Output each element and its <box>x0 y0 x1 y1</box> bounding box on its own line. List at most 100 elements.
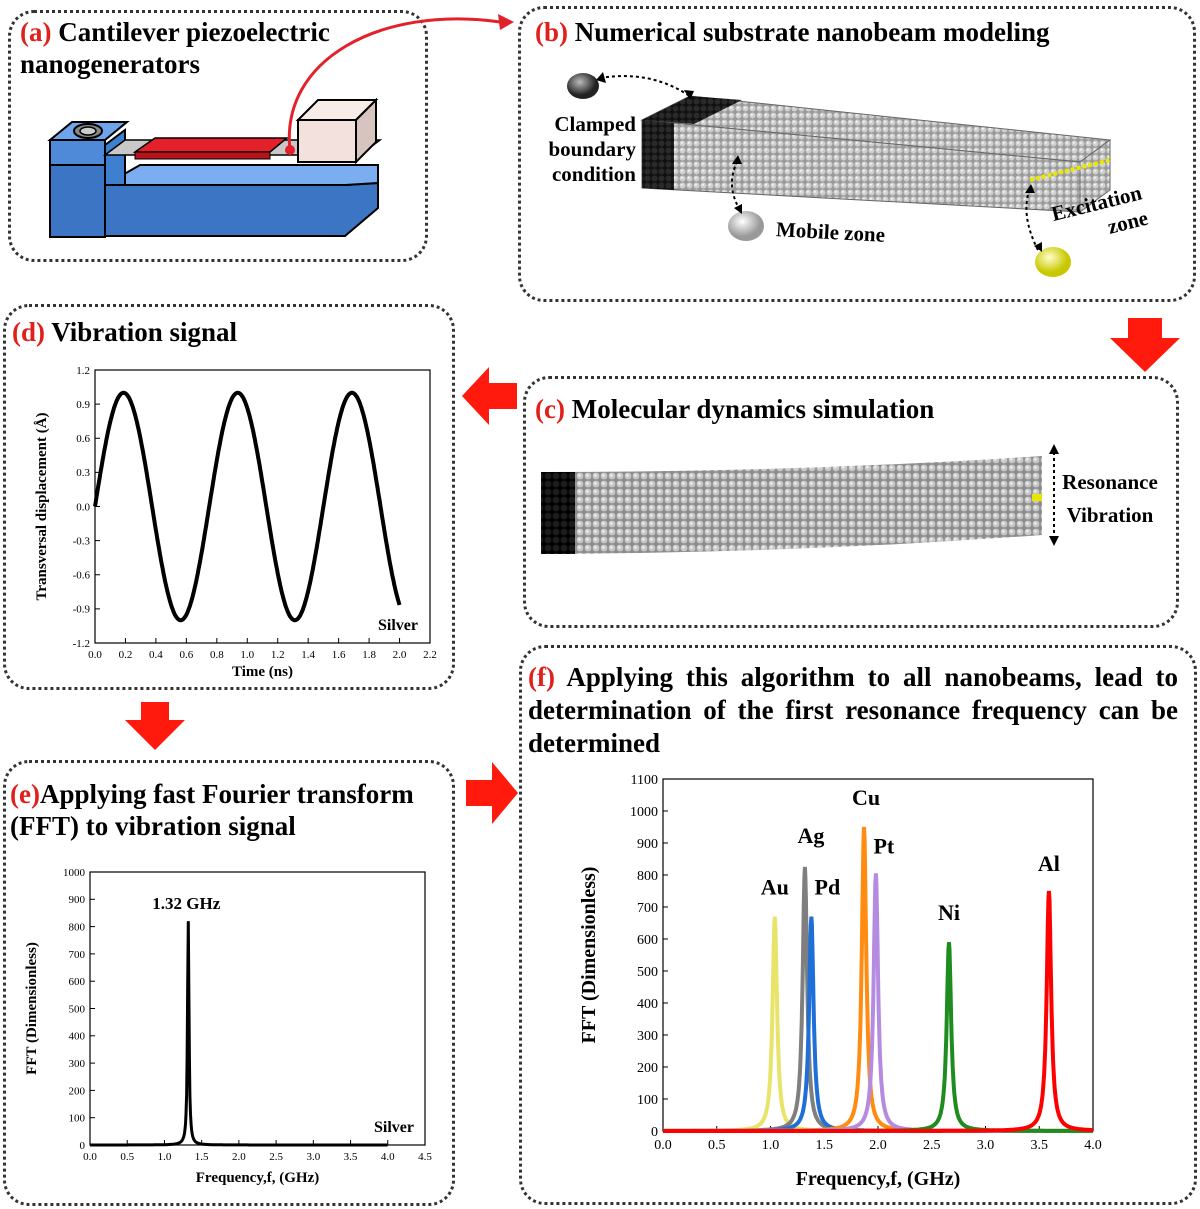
panel-c <box>523 376 1179 628</box>
x-tick-label: 2.0 <box>232 1151 246 1163</box>
y-tick-label: 600 <box>637 933 658 948</box>
series-label-ag: Ag <box>797 823 824 848</box>
panel-f-title: (f) Applying this algorithm to all nanob… <box>528 662 1179 758</box>
clamped-boundary-label: Clamped boundary condition <box>548 112 636 186</box>
y-axis-label: Transversal displacement (Å) <box>34 412 50 600</box>
y-tick-label: 400 <box>69 1031 86 1043</box>
arrow-d-to-e <box>125 702 185 750</box>
x-tick-label: 0.4 <box>149 649 163 661</box>
y-tick-label: 0.9 <box>76 399 90 411</box>
x-tick-label: 3.5 <box>344 1151 358 1163</box>
arrow-b-to-c <box>1110 318 1180 372</box>
series-label-ni: Ni <box>938 900 960 925</box>
y-tick-label: -0.3 <box>73 535 91 547</box>
displacement-series-line <box>93 390 402 623</box>
y-tick-label: 200 <box>69 1085 86 1097</box>
panel-a <box>8 10 428 262</box>
y-tick-label: 900 <box>69 894 86 906</box>
y-tick-label: 700 <box>637 901 658 916</box>
y-tick-label: -0.9 <box>73 604 91 616</box>
x-tick-label: 1.0 <box>240 649 254 661</box>
resonance-vibration-label: Resonance Vibration <box>1062 470 1158 527</box>
y-tick-label: 400 <box>637 997 658 1012</box>
y-tick-label: 300 <box>69 1058 86 1070</box>
x-tick-label: 1.0 <box>762 1138 780 1153</box>
y-tick-label: 1000 <box>63 867 86 879</box>
material-annotation: Silver <box>378 617 418 634</box>
material-annotation: Silver <box>374 1119 414 1136</box>
x-tick-label: 1.5 <box>816 1138 834 1153</box>
x-axis-label: Frequency,f, (GHz) <box>796 1168 961 1190</box>
fft-series-al <box>663 890 1093 1133</box>
y-tick-label: 1100 <box>631 773 658 788</box>
peak-label: 1.32 GHz <box>152 894 220 913</box>
y-tick-label: 1.2 <box>76 365 90 377</box>
x-tick-label: 0.5 <box>120 1151 134 1163</box>
y-tick-label: 500 <box>69 1003 86 1015</box>
y-tick-label: 0 <box>651 1125 658 1140</box>
panel-b <box>518 6 1196 302</box>
y-tick-label: 900 <box>637 837 658 852</box>
y-tick-label: 0 <box>80 1140 86 1152</box>
y-tick-label: 0.0 <box>76 501 90 513</box>
panel-e <box>3 760 455 1206</box>
nanobeam-3d-model <box>567 72 1112 277</box>
x-tick-label: 2.2 <box>423 649 437 661</box>
fft-series-line <box>90 921 388 1147</box>
x-tick-label: 1.8 <box>362 649 376 661</box>
x-tick-label: 0.6 <box>179 649 193 661</box>
y-tick-label: -0.6 <box>73 570 91 582</box>
series-label-au: Au <box>761 875 789 900</box>
series-label-cu: Cu <box>852 785 880 810</box>
series-label-pd: Pd <box>815 875 841 900</box>
panel-b-title: (b) Numerical substrate nanobeam modelin… <box>535 17 1050 47</box>
y-tick-label: 100 <box>637 1093 658 1108</box>
x-axis-label: Time (ns) <box>232 664 293 680</box>
y-tick-label: 700 <box>69 949 86 961</box>
y-tick-label: 500 <box>637 965 658 980</box>
y-tick-label: 100 <box>69 1113 86 1125</box>
arrow-c-to-d <box>462 367 517 425</box>
x-tick-label: 1.5 <box>195 1151 209 1163</box>
series-label-pt: Pt <box>873 833 894 858</box>
y-tick-label: 800 <box>69 921 86 933</box>
x-tick-label: 3.5 <box>1031 1138 1049 1153</box>
x-tick-label: 1.2 <box>271 649 285 661</box>
x-tick-label: 3.0 <box>306 1151 320 1163</box>
x-tick-label: 1.4 <box>301 649 315 661</box>
panel-f <box>519 645 1197 1205</box>
arrow-e-to-f <box>466 762 518 824</box>
panel-d-title: (d) Vibration signal <box>12 317 238 347</box>
panel-e-title: (e)Applying fast Fourier transform (FFT)… <box>10 779 414 841</box>
x-tick-label: 1.6 <box>332 649 346 661</box>
x-tick-label: 0.2 <box>119 649 133 661</box>
x-tick-label: 0.5 <box>708 1138 726 1153</box>
x-tick-label: 2.0 <box>869 1138 887 1153</box>
y-axis-label: FFT (Dimensionless) <box>24 942 40 1075</box>
y-tick-label: 0.3 <box>76 467 90 479</box>
y-tick-label: 300 <box>637 1029 658 1044</box>
x-tick-label: 4.0 <box>1084 1138 1102 1153</box>
x-tick-label: 1.0 <box>158 1151 172 1163</box>
y-tick-label: 600 <box>69 976 86 988</box>
y-axis-label: FFT (Dimensionless) <box>578 867 600 1044</box>
y-tick-label: 800 <box>637 869 658 884</box>
x-axis-label: Frequency,f, (GHz) <box>196 1170 319 1186</box>
cantilever-device-illustration <box>47 14 514 238</box>
x-tick-label: 2.5 <box>269 1151 283 1163</box>
x-tick-label: 0.0 <box>654 1138 672 1153</box>
y-tick-label: 0.6 <box>76 433 90 445</box>
x-tick-label: 0.8 <box>210 649 224 661</box>
x-tick-label: 2.0 <box>393 649 407 661</box>
x-tick-label: 2.5 <box>923 1138 941 1153</box>
x-tick-label: 0.0 <box>83 1151 97 1163</box>
panel-a-title: (a) Cantilever piezoelectric nanogenerat… <box>20 17 330 79</box>
x-tick-label: 4.5 <box>418 1151 432 1163</box>
nanobeam-md-snapshot <box>541 444 1059 554</box>
panel-d <box>3 304 455 690</box>
x-tick-label: 0.0 <box>88 649 102 661</box>
series-label-al: Al <box>1038 851 1060 876</box>
x-tick-label: 3.0 <box>977 1138 995 1153</box>
